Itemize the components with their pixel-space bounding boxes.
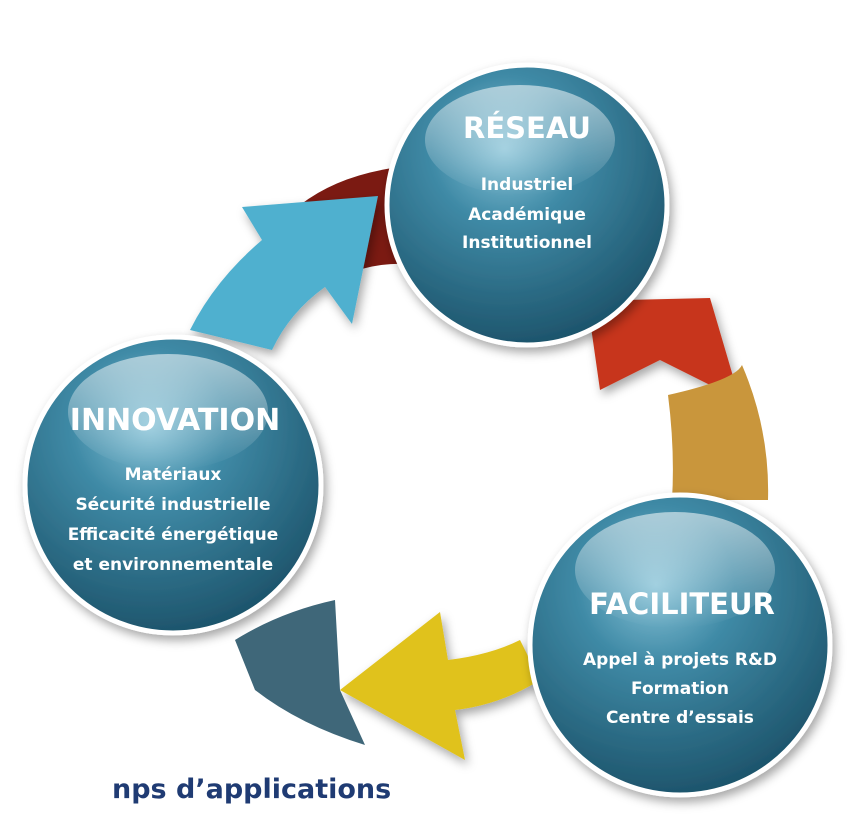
node-innovation-item: Sécurité industrielle xyxy=(75,495,270,515)
bottom-caption: nps d’applications xyxy=(112,774,392,805)
node-reseau-title: RÉSEAU xyxy=(463,111,591,145)
node-reseau-item: Académique xyxy=(468,205,586,225)
node-reseau-item: Industriel xyxy=(481,175,574,195)
arrow-segment-slate xyxy=(235,600,365,745)
node-innovation xyxy=(22,334,324,636)
arrow-red-down xyxy=(585,285,740,400)
node-innovation-item: Matériaux xyxy=(125,465,222,485)
node-faciliteur-item: Formation xyxy=(631,679,729,699)
node-faciliteur xyxy=(527,492,833,798)
node-innovation-item: Efficacité énergétique xyxy=(68,525,279,545)
arrow-yellow-left xyxy=(340,612,540,760)
node-innovation-title: INNOVATION xyxy=(70,403,280,438)
node-faciliteur-title: FACILITEUR xyxy=(589,587,775,621)
node-faciliteur-item: Appel à projets R&D xyxy=(583,650,777,670)
arrow-sky-up xyxy=(190,196,378,350)
node-faciliteur-item: Centre d’essais xyxy=(606,708,754,728)
node-innovation-item: et environnementale xyxy=(73,555,273,575)
node-reseau-item: Institutionnel xyxy=(462,233,592,253)
arrow-segment-ochre xyxy=(668,365,769,500)
node-reseau xyxy=(384,62,670,348)
